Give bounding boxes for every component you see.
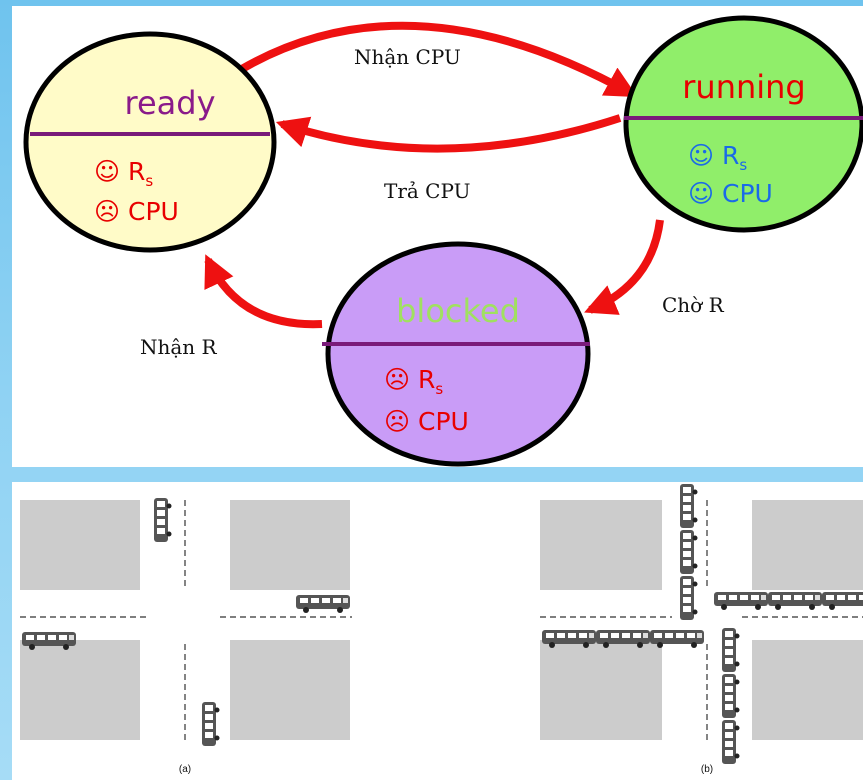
bus-icon — [768, 592, 822, 610]
label-get-r: Nhận R — [140, 335, 218, 359]
running-cpu-line: ☺ CPU — [688, 179, 773, 208]
bus-icon — [722, 628, 740, 672]
bus-icon — [296, 595, 350, 613]
state-ready: ready ☺ Rs ☹ CPU — [23, 31, 277, 253]
city-block — [540, 640, 662, 740]
ready-resource-line: ☺ Rs — [94, 157, 153, 190]
city-block — [20, 500, 140, 590]
state-name-ready: ready — [125, 84, 216, 122]
city-block — [540, 500, 662, 590]
city-block — [230, 640, 350, 740]
label-wait-r: Chờ R — [662, 293, 725, 317]
bus-icon — [722, 674, 740, 718]
state-name-blocked: blocked — [396, 292, 520, 330]
arrow-get-r — [204, 254, 323, 329]
bus-icon — [680, 484, 698, 528]
bus-icon — [680, 576, 698, 620]
bus-icon — [650, 630, 704, 648]
scene-a: (a) — [20, 498, 352, 775]
city-block — [752, 500, 863, 590]
state-blocked: blocked ☹ Rs ☹ CPU — [322, 241, 591, 467]
bus-icon — [154, 498, 172, 542]
bus-icon — [822, 592, 863, 610]
scene-b: (b) — [540, 484, 863, 775]
running-resource-line: ☺ Rs — [688, 141, 747, 174]
label-get-cpu: Nhận CPU — [354, 45, 461, 69]
bus-icon — [202, 702, 220, 746]
bus-icon — [680, 530, 698, 574]
state-diagram-panel: Nhận CPU Trả CPU Chờ R Nhận R ready ☺ Rs… — [12, 6, 863, 467]
city-block — [20, 640, 140, 740]
arrow-get-cpu — [224, 21, 638, 98]
blocked-cpu-line: ☹ CPU — [384, 407, 469, 436]
state-running: running ☺ Rs ☺ CPU — [623, 15, 863, 233]
arrow-wait-r — [584, 219, 664, 315]
intersection-panel: (a) (b) — [12, 482, 863, 780]
city-block — [752, 640, 863, 740]
bus-icon — [722, 720, 740, 764]
blocked-resource-line: ☹ Rs — [384, 365, 443, 398]
state-diagram: Nhận CPU Trả CPU Chờ R Nhận R ready ☺ Rs… — [23, 15, 863, 467]
caption-b: (b) — [701, 764, 713, 775]
city-block — [230, 500, 350, 590]
state-name-running: running — [682, 68, 805, 106]
ready-cpu-line: ☹ CPU — [94, 197, 179, 226]
caption-a: (a) — [179, 764, 191, 775]
label-release-cpu: Trả CPU — [384, 179, 470, 203]
bus-icon — [714, 592, 768, 610]
arrow-release-cpu — [275, 114, 622, 153]
intersection-illustration: (a) (b) — [20, 484, 863, 775]
